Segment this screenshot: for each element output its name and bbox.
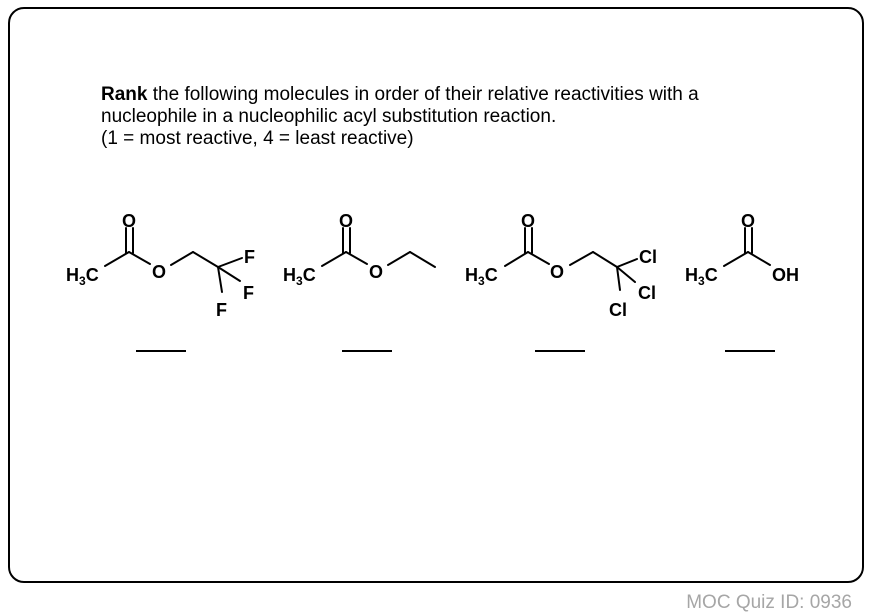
prompt-bold-word: Rank: [101, 84, 148, 105]
molecule-2-bonds: [321, 227, 436, 268]
answer-blank-4[interactable]: [725, 350, 775, 352]
molecule-3-halogen-2: Cl: [638, 283, 656, 303]
molecule-4-methyl: H3C: [685, 265, 718, 288]
molecule-2-carbonyl-oxygen: O: [339, 211, 353, 231]
prompt-line-2: nucleophile in a nucleophilic acyl subst…: [101, 106, 557, 127]
quiz-card: [8, 7, 864, 583]
molecule-1-halogen-1: F: [244, 247, 255, 267]
molecule-2-ester-oxygen: O: [369, 262, 383, 282]
molecule-4-hydroxyl: OH: [772, 265, 799, 285]
molecule-4-carbonyl-oxygen: O: [741, 211, 755, 231]
question-prompt: Rank the following molecules in order of…: [101, 84, 821, 150]
molecule-3-halogen-3: Cl: [609, 300, 627, 320]
molecule-2-labels: H3C O O: [283, 211, 383, 288]
molecule-1-halogen-2: F: [243, 283, 254, 303]
molecule-2-methyl: H3C: [283, 265, 316, 288]
prompt-line-1-rest: the following molecules in order of thei…: [147, 84, 699, 105]
molecule-3-labels: H3C O O Cl Cl Cl: [465, 211, 657, 320]
molecule-1-bonds: [104, 227, 243, 293]
molecule-3-bonds: [504, 227, 638, 291]
molecule-1-ester-oxygen: O: [152, 262, 166, 282]
molecule-3-ester-oxygen: O: [550, 262, 564, 282]
quiz-id-label: MOC Quiz ID: 0936: [686, 592, 852, 613]
answer-blank-1[interactable]: [136, 350, 186, 352]
molecule-1-labels: H3C O O F F F: [66, 211, 255, 320]
molecule-4-labels: H3C O OH: [685, 211, 799, 288]
answer-blank-2[interactable]: [342, 350, 392, 352]
prompt-line-3: (1 = most reactive, 4 = least reactive): [101, 128, 414, 149]
molecule-3-carbonyl-oxygen: O: [521, 211, 535, 231]
molecule-3-methyl: H3C: [465, 265, 498, 288]
answer-blank-3[interactable]: [535, 350, 585, 352]
molecule-1-methyl: H3C: [66, 265, 99, 288]
molecule-1-carbonyl-oxygen: O: [122, 211, 136, 231]
molecule-1-halogen-3: F: [216, 300, 227, 320]
prompt-line-1: Rank the following molecules in order of…: [101, 84, 821, 106]
molecule-4-bonds: [723, 227, 771, 267]
molecule-3-halogen-1: Cl: [639, 247, 657, 267]
